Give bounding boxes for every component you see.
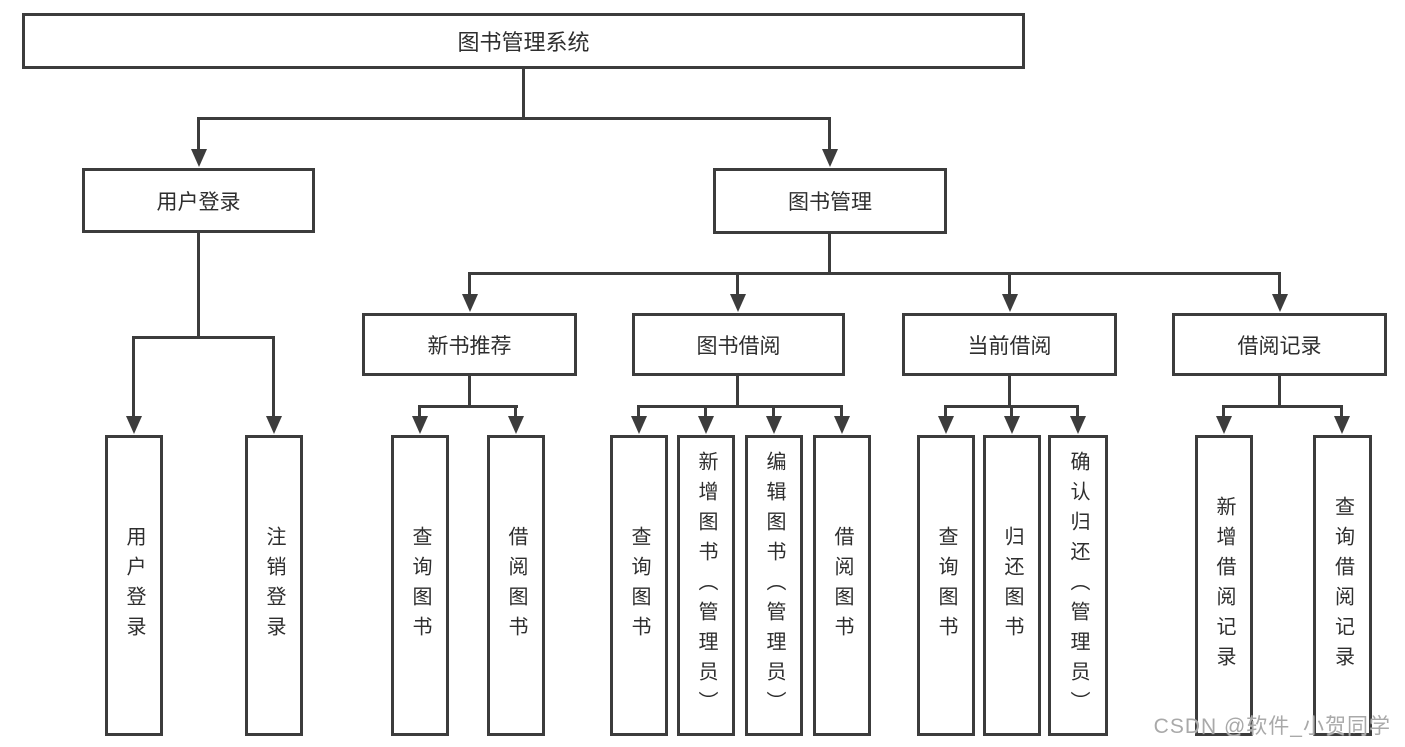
node-new-book-recommend-label: 新书推荐 [427, 334, 512, 358]
node-borrow-record: 借阅记录 [1172, 313, 1387, 376]
node-user-login: 用户登录 [82, 168, 315, 233]
node-book-borrow: 图书借阅 [632, 313, 845, 376]
arrow-to-leaf-cb-confirm-return [1076, 405, 1079, 416]
arrow-to-leaf-br-query-record [1340, 405, 1343, 416]
node-book-management-label: 图书管理 [788, 191, 872, 214]
leaf-cb-confirm-return-label: 确认归还（管理员） [1067, 450, 1089, 721]
arrow-to-current-borrow [1008, 272, 1011, 294]
connector-current-borrow-stub [1008, 374, 1011, 408]
csdn-watermark: CSDN @软件_小贺同学 [1153, 715, 1391, 738]
arrow-to-borrow-record [1278, 272, 1281, 294]
arrow-to-leaf-bb-borrow-book [840, 405, 843, 416]
arrow-to-leaf-logout [272, 336, 275, 416]
connector-new-book-recommend-rail [418, 405, 518, 408]
arrow-to-leaf-bb-add-book [704, 405, 707, 416]
arrow-to-leaf-br-add-record [1222, 405, 1225, 416]
leaf-bb-query-book-label: 查询图书 [628, 525, 650, 646]
connector-user-login-rail [132, 336, 275, 339]
leaf-rec-query-book-label: 查询图书 [409, 525, 431, 646]
leaf-bb-borrow-book-label: 借阅图书 [831, 525, 853, 646]
leaf-bb-add-book: 新增图书（管理员） [677, 435, 735, 736]
arrow-to-leaf-rec-query-book [418, 405, 421, 416]
leaf-cb-confirm-return: 确认归还（管理员） [1048, 435, 1108, 736]
arrow-to-book-management [828, 117, 831, 149]
leaf-rec-query-book: 查询图书 [391, 435, 449, 736]
leaf-user-login-label: 用户登录 [123, 525, 145, 646]
arrow-to-leaf-cb-query-book [944, 405, 947, 416]
connector-root-trunk [522, 66, 525, 118]
node-root-label: 图书管理系统 [457, 30, 590, 55]
node-new-book-recommend: 新书推荐 [362, 313, 577, 376]
arrow-to-leaf-bb-query-book [637, 405, 640, 416]
connector-new-book-recommend-stub [468, 374, 471, 408]
arrow-to-leaf-bb-edit-book [772, 405, 775, 416]
leaf-bb-edit-book-label: 编辑图书（管理员） [763, 450, 785, 721]
leaf-user-login: 用户登录 [105, 435, 163, 736]
leaf-logout-label: 注销登录 [263, 525, 285, 646]
node-current-borrow-label: 当前借阅 [967, 334, 1052, 358]
node-user-login-label: 用户登录 [156, 190, 241, 214]
leaf-cb-query-book-label: 查询图书 [935, 525, 957, 646]
connector-level3-rail [468, 272, 1281, 275]
connector-borrow-record-stub [1278, 374, 1281, 408]
connector-level2-rail [197, 117, 831, 120]
node-root: 图书管理系统 [22, 13, 1025, 69]
connector-book-borrow-stub [736, 374, 739, 408]
connector-book-management-stub [828, 232, 831, 275]
node-current-borrow: 当前借阅 [902, 313, 1117, 376]
arrow-to-leaf-rec-borrow-book [514, 405, 517, 416]
leaf-cb-return-book: 归还图书 [983, 435, 1041, 736]
arrow-to-user-login [197, 117, 200, 149]
leaf-logout: 注销登录 [245, 435, 303, 736]
arrow-to-new-book-recommend [468, 272, 471, 294]
leaf-rec-borrow-book-label: 借阅图书 [505, 525, 527, 646]
arrow-to-leaf-cb-return-book [1010, 405, 1013, 416]
leaf-bb-edit-book: 编辑图书（管理员） [745, 435, 803, 736]
connector-borrow-record-rail [1222, 405, 1343, 408]
leaf-rec-borrow-book: 借阅图书 [487, 435, 545, 736]
leaf-bb-borrow-book: 借阅图书 [813, 435, 871, 736]
leaf-br-add-record-label: 新增借阅记录 [1213, 495, 1235, 676]
leaf-bb-add-book-label: 新增图书（管理员） [695, 450, 717, 721]
leaf-br-query-record: 查询借阅记录 [1313, 435, 1372, 736]
leaf-br-add-record: 新增借阅记录 [1195, 435, 1253, 736]
arrow-to-book-borrow [736, 272, 739, 294]
leaf-br-query-record-label: 查询借阅记录 [1331, 495, 1354, 676]
connector-user-login-stub [197, 231, 200, 339]
connector-book-borrow-rail [637, 405, 843, 408]
leaf-cb-return-book-label: 归还图书 [1001, 525, 1023, 646]
node-book-management: 图书管理 [713, 168, 947, 234]
leaf-cb-query-book: 查询图书 [917, 435, 975, 736]
node-borrow-record-label: 借阅记录 [1237, 334, 1322, 358]
leaf-bb-query-book: 查询图书 [610, 435, 668, 736]
node-book-borrow-label: 图书借阅 [696, 334, 781, 358]
arrow-to-leaf-user-login [132, 336, 135, 416]
